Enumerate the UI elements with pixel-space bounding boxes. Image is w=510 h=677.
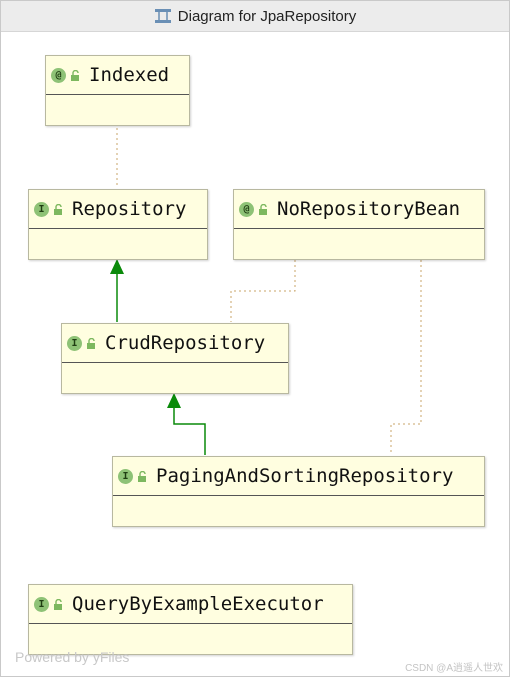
- diagram-icon: [154, 9, 171, 23]
- node-repository-header: I Repository: [29, 190, 207, 229]
- interface-badge-icon: I: [34, 596, 49, 612]
- interface-badge-icon: I: [118, 468, 133, 484]
- annotation-badge-icon: @: [51, 67, 66, 83]
- edge-norepositorybean-paging: [390, 260, 422, 455]
- arrowhead-crud-to-repository: [110, 259, 124, 274]
- node-indexed[interactable]: @ Indexed: [45, 55, 190, 126]
- lock-open-icon: [71, 69, 79, 81]
- node-norepositorybean[interactable]: @ NoRepositoryBean: [233, 189, 485, 260]
- lock-open-icon: [138, 470, 146, 482]
- node-querybyexampleexecutor[interactable]: I QueryByExampleExecutor: [28, 584, 353, 655]
- interface-badge-icon: I: [67, 335, 82, 351]
- node-repository-name: Repository: [72, 198, 187, 220]
- node-pagingandsortingrepository[interactable]: I PagingAndSortingRepository: [112, 456, 485, 527]
- source-credit: CSDN @A逍遥人世欢: [405, 663, 503, 674]
- node-norepositorybean-name: NoRepositoryBean: [277, 198, 461, 220]
- node-repository[interactable]: I Repository: [28, 189, 208, 260]
- yfiles-watermark: Powered by yFiles: [15, 649, 130, 665]
- node-indexed-name: Indexed: [89, 64, 170, 86]
- edge-norepositorybean-crudrepository: [230, 260, 296, 322]
- node-crudrepository[interactable]: I CrudRepository: [61, 323, 289, 394]
- interface-badge-icon: I: [34, 201, 49, 217]
- diagram-canvas[interactable]: @ Indexed I Repository @: [1, 32, 509, 676]
- node-querybyexample-header: I QueryByExampleExecutor: [29, 585, 352, 624]
- lock-open-icon: [54, 598, 62, 610]
- window-titlebar: Diagram for JpaRepository: [1, 1, 509, 32]
- node-crudrepository-header: I CrudRepository: [62, 324, 288, 363]
- arrowhead-paging-to-crud: [167, 393, 181, 408]
- node-indexed-header: @ Indexed: [46, 56, 189, 95]
- node-paging-header: I PagingAndSortingRepository: [113, 457, 484, 496]
- node-paging-name: PagingAndSortingRepository: [156, 465, 454, 487]
- node-norepositorybean-header: @ NoRepositoryBean: [234, 190, 484, 229]
- edges-layer: [110, 128, 422, 455]
- node-crudrepository-name: CrudRepository: [105, 332, 266, 354]
- window-title: Diagram for JpaRepository: [177, 7, 357, 25]
- lock-open-icon: [87, 337, 95, 349]
- edge-paging-crudrepository: [173, 406, 206, 455]
- annotation-badge-icon: @: [239, 201, 254, 217]
- lock-open-icon: [259, 203, 267, 215]
- lock-open-icon: [54, 203, 62, 215]
- node-querybyexample-name: QueryByExampleExecutor: [72, 593, 324, 615]
